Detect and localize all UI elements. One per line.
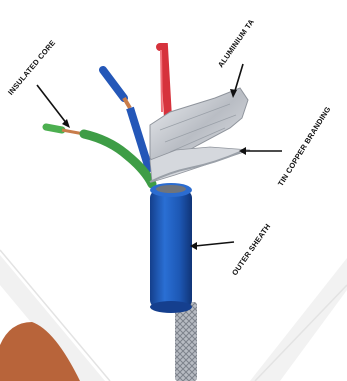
braid-tail: [175, 302, 197, 381]
outer-sheath: [150, 183, 192, 313]
